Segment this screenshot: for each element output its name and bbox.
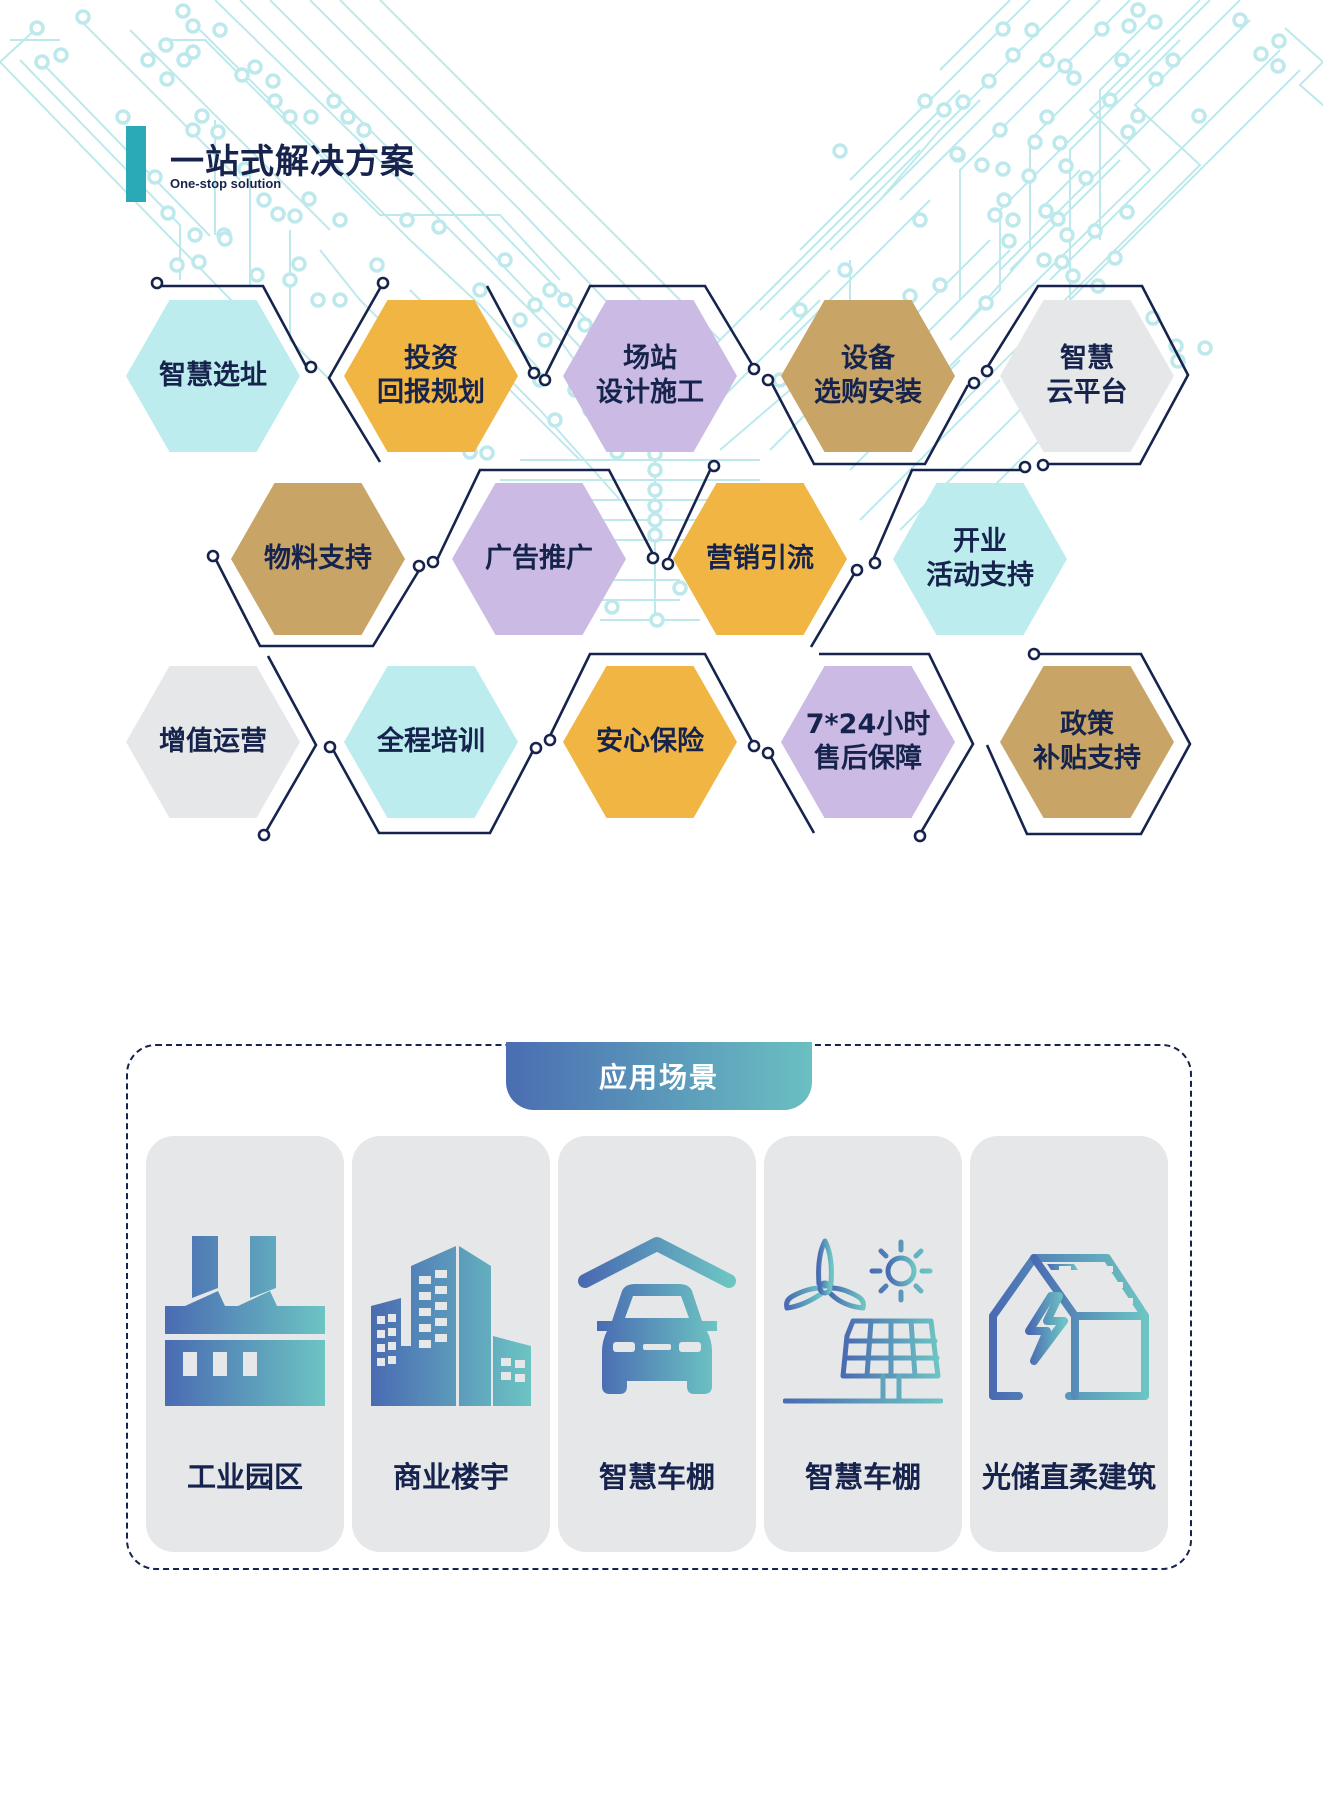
scenario-label: 光储直柔建筑 (981, 1460, 1156, 1494)
solution-smart-site-selection: 智慧选址 (126, 300, 300, 452)
scenarios-title-tab: 应用场景 (506, 1042, 812, 1110)
scenario-card-commercial-building[interactable]: 商业楼宇 (352, 1136, 550, 1552)
page-title: 一站式解决方案 (170, 142, 415, 182)
scenario-cards: 工业园区 商业楼宇 (146, 1136, 1168, 1552)
solution-station-design-construction: 场站 设计施工 (563, 300, 737, 452)
page-subtitle: One-stop solution (170, 176, 282, 191)
scenario-label: 智慧车棚 (598, 1460, 715, 1494)
wind-solar-icon (783, 1238, 943, 1404)
car-garage-icon (578, 1237, 736, 1394)
scenario-card-smart-carport-renewable[interactable]: 智慧车棚 (764, 1136, 962, 1552)
solution-equipment-purchase-install: 设备 选购安装 (781, 300, 955, 452)
scenario-card-pedf-building[interactable]: 光储直柔建筑 (970, 1136, 1168, 1552)
solar-house-icon (989, 1254, 1149, 1400)
title-accent-bar (126, 126, 146, 202)
scenario-label: 智慧车棚 (804, 1460, 921, 1494)
scenario-label: 商业楼宇 (392, 1460, 509, 1494)
scenario-label: 工业园区 (186, 1460, 303, 1494)
office-building-icon (371, 1246, 531, 1406)
scenario-card-smart-carport[interactable]: 智慧车棚 (558, 1136, 756, 1552)
connector-lines (150, 276, 1192, 843)
factory-icon (165, 1236, 325, 1406)
scenario-card-industrial-park[interactable]: 工业园区 (146, 1136, 344, 1552)
solution-smart-cloud-platform: 智慧 云平台 (1000, 300, 1174, 452)
solution-investment-return-planning: 投资 回报规划 (344, 300, 518, 452)
